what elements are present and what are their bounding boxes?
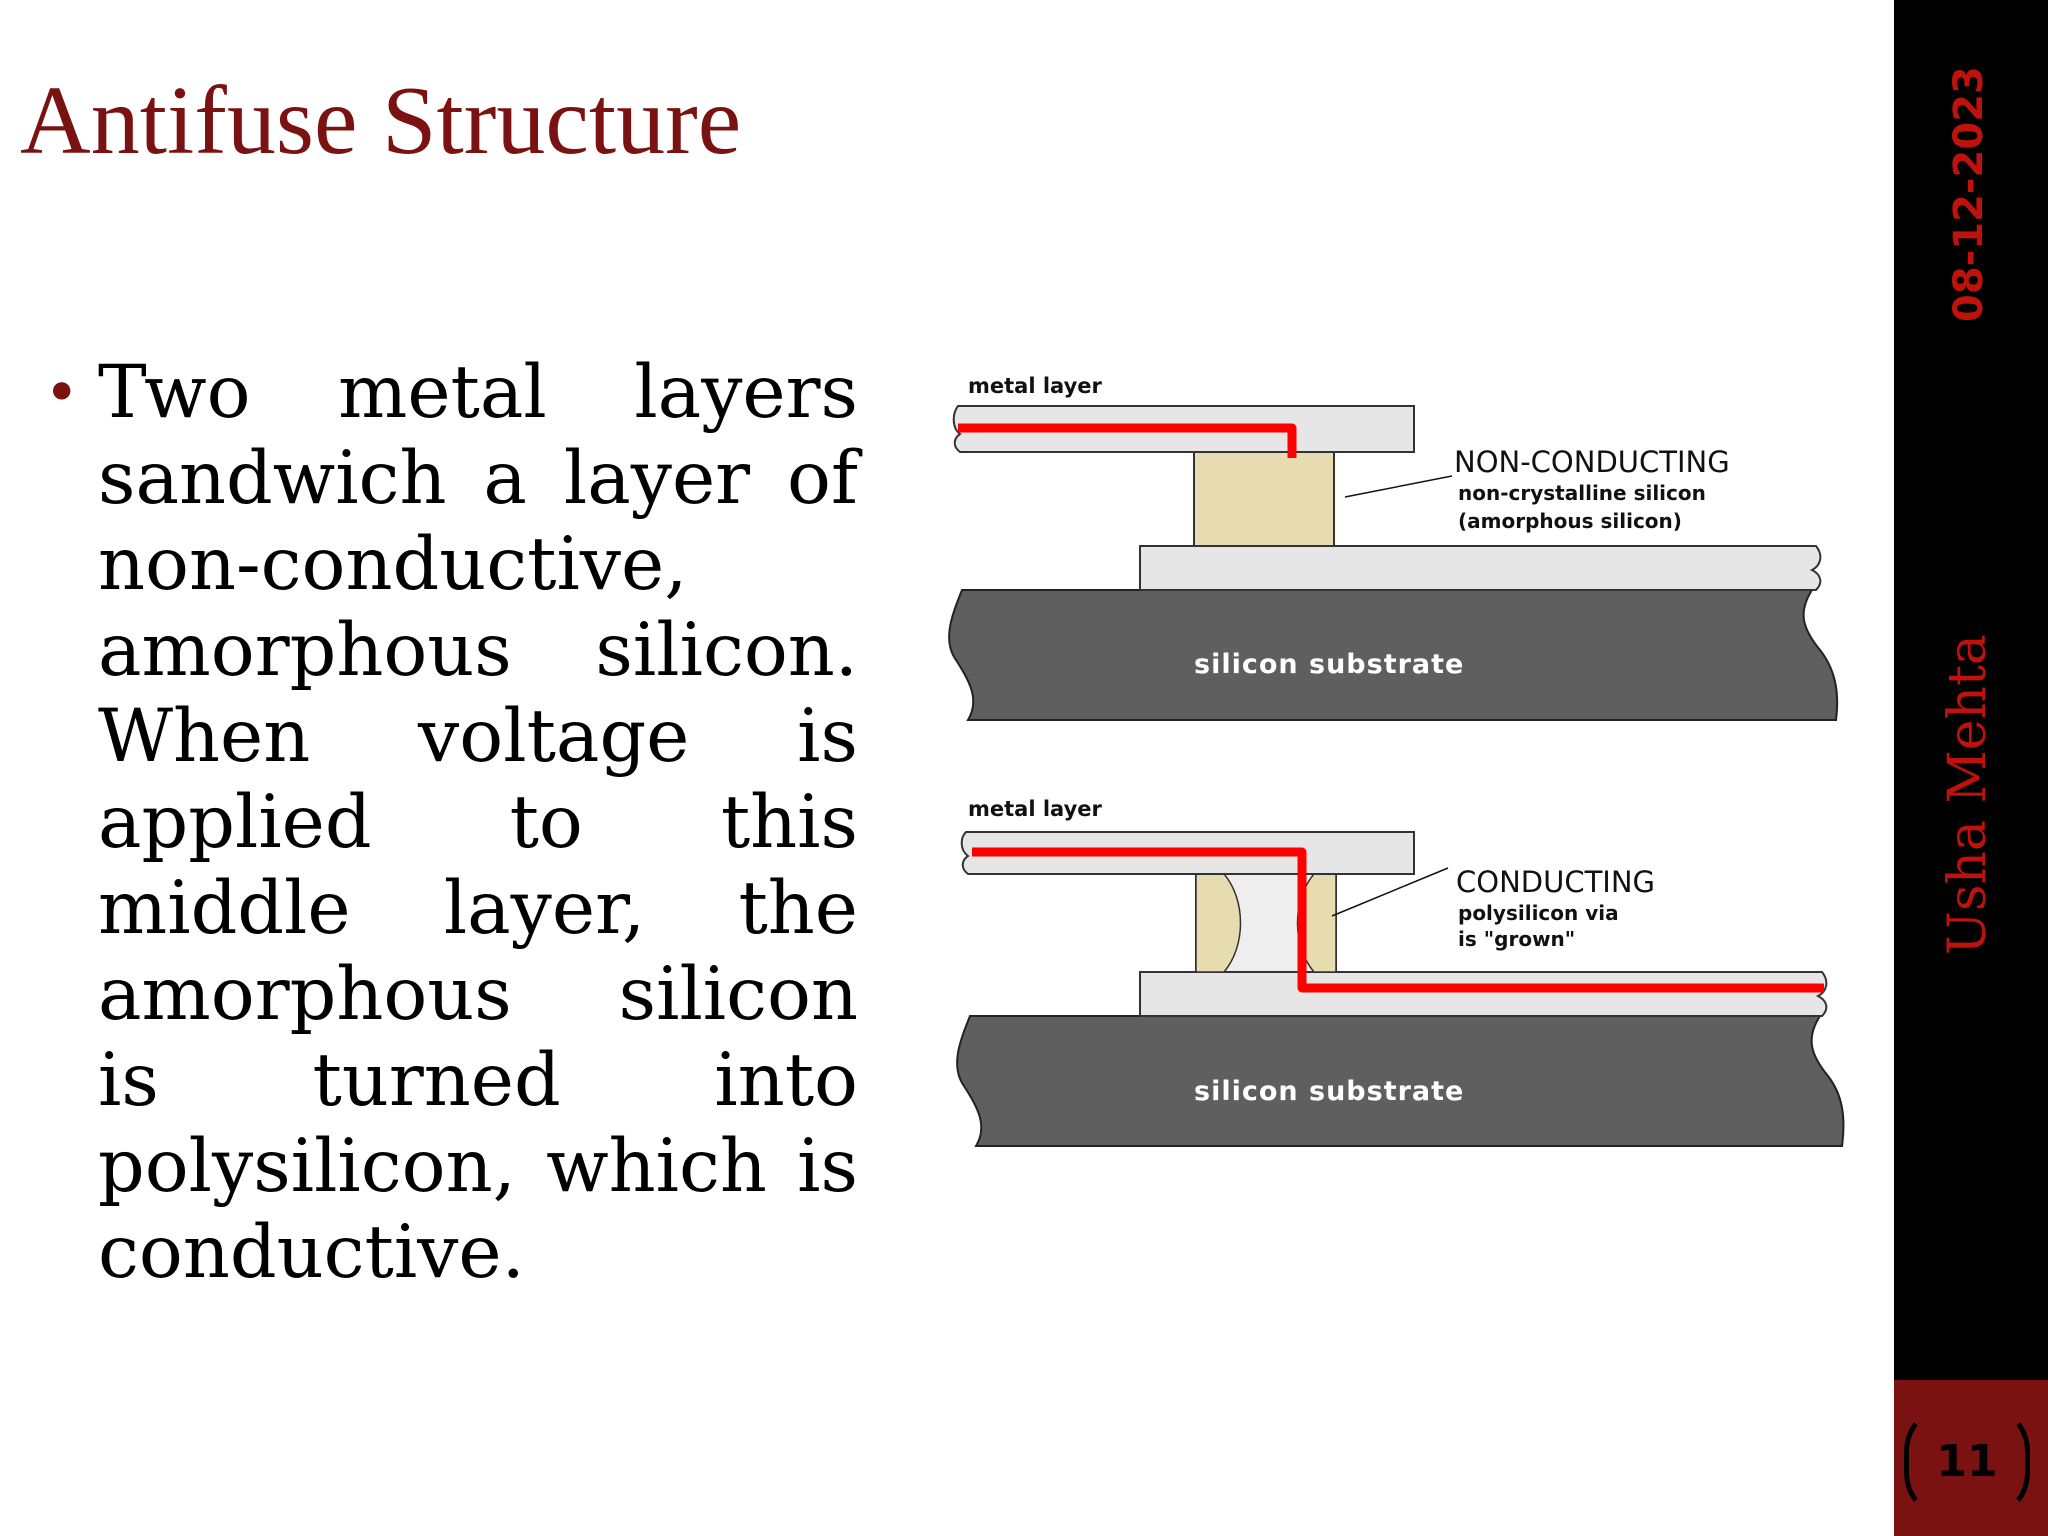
bottom-detail-line2: is "grown" <box>1458 927 1575 951</box>
top-leader-line <box>1344 475 1453 498</box>
sidebar <box>1894 0 2048 1380</box>
top-substrate-label: silicon substrate <box>1194 649 1464 680</box>
bottom-lower-metal <box>1139 971 1828 1017</box>
page-badge <box>1904 1412 2030 1512</box>
bottom-state-label: CONDUCTING <box>1456 865 1655 899</box>
bottom-substrate <box>956 1015 1845 1147</box>
top-substrate <box>948 589 1839 721</box>
top-detail-line2: (amorphous silicon) <box>1458 509 1682 533</box>
bottom-current-path <box>972 847 1824 993</box>
page-number: 11 <box>1936 1436 1998 1487</box>
slide-title: Antifuse Structure <box>20 67 742 175</box>
bottom-leader-line <box>1331 867 1449 917</box>
antifuse-diagram: metal layer silicon substrate NON-CONDUC… <box>948 374 1845 1147</box>
date-label: 08-12-2023 <box>1946 66 1992 322</box>
diagram-bottom: metal layer silicon substrate CONDUCTING… <box>956 797 1845 1147</box>
bullet-dot: • <box>44 358 80 428</box>
bottom-detail-line1: polysilicon via <box>1458 901 1619 925</box>
bottom-metal-label: metal layer <box>968 797 1102 821</box>
top-current-path <box>958 423 1297 458</box>
bullet-text: Two metal layers sandwich a layer of non… <box>98 350 858 1295</box>
top-detail-line1: non-crystalline silicon <box>1458 481 1706 505</box>
top-metal-label: metal layer <box>968 374 1102 398</box>
top-lower-metal <box>1139 545 1822 591</box>
diagram-top: metal layer silicon substrate NON-CONDUC… <box>948 374 1839 721</box>
footer-box <box>1894 1380 2048 1536</box>
author-label: Usha Mehta <box>1938 634 1998 955</box>
bottom-substrate-label: silicon substrate <box>1194 1076 1464 1107</box>
via-left-residue <box>1195 873 1242 973</box>
top-state-label: NON-CONDUCTING <box>1454 445 1730 479</box>
amorphous-silicon-block <box>1193 451 1335 547</box>
